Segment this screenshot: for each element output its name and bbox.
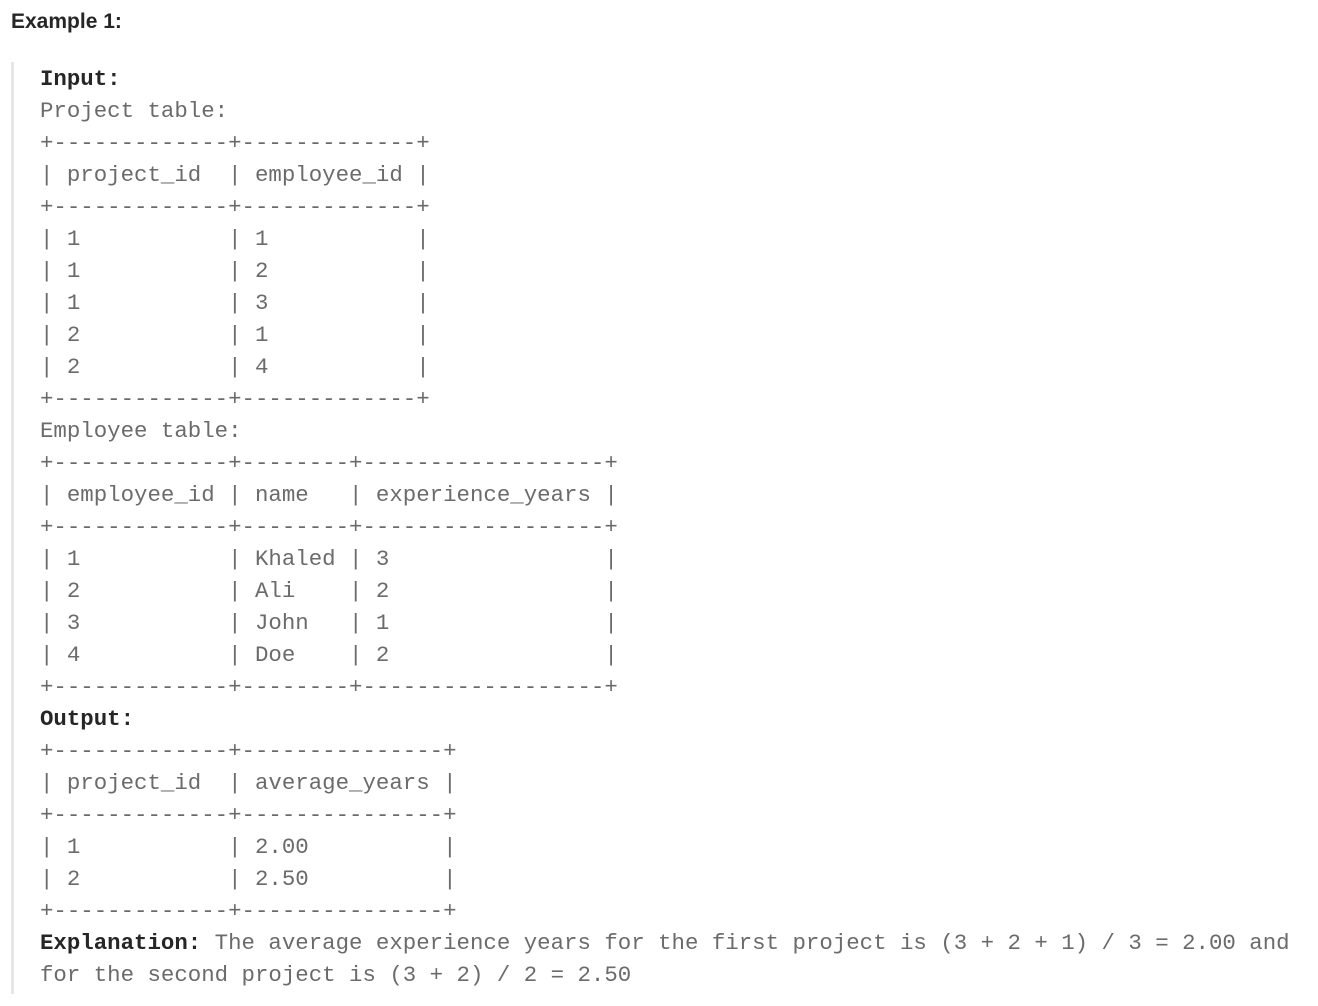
explanation-text: The average experience years for the fir… [40, 930, 1290, 988]
explanation-label: Explanation: [40, 930, 202, 956]
project-table: +-------------+-------------+ | project_… [40, 130, 430, 412]
employee-table-label: Employee table: [40, 418, 242, 444]
output-table: +-------------+---------------+ | projec… [40, 738, 457, 924]
input-label: Input: [40, 66, 121, 92]
output-label: Output: [40, 706, 135, 732]
project-table-label: Project table: [40, 98, 229, 124]
example-block-border [11, 62, 1311, 994]
example-content: Input: Project table: +-------------+---… [40, 63, 1290, 991]
employee-table: +-------------+--------+----------------… [40, 450, 618, 700]
example-heading: Example 1: [11, 10, 122, 33]
